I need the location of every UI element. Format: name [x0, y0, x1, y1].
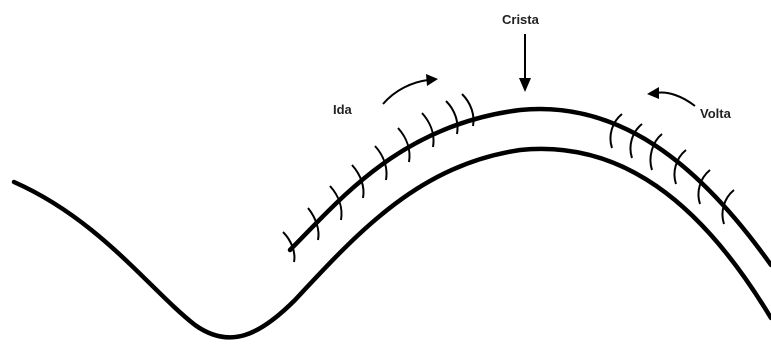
ida-tick-marks [283, 94, 474, 262]
tick-mark [630, 124, 642, 158]
tick-mark [722, 190, 734, 224]
lower-wave-curve [14, 149, 771, 337]
volta-label: Volta [700, 106, 732, 121]
volta-arrow [647, 87, 695, 106]
ida-label: Ida [333, 102, 353, 117]
tick-mark [283, 232, 294, 262]
tick-mark [422, 113, 434, 147]
ida-arrow [383, 74, 438, 104]
tick-mark [650, 134, 662, 170]
tick-mark [398, 128, 410, 162]
crest-arrow [519, 34, 531, 92]
tick-mark [610, 114, 622, 148]
crest-label: Crista [502, 12, 540, 27]
